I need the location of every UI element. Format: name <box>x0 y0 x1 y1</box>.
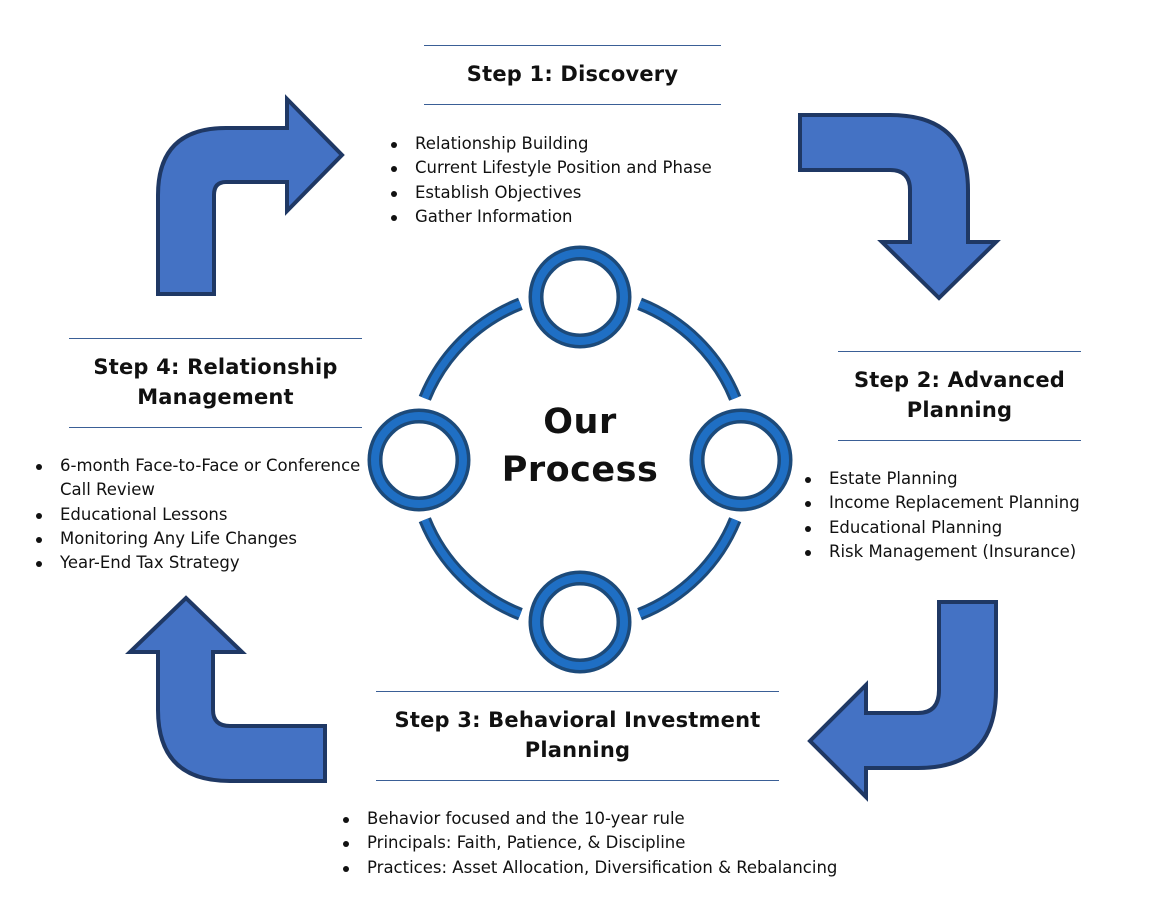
ring-arc-top-right <box>637 297 742 401</box>
ring-node-icon <box>528 570 632 674</box>
list-item: Practices: Asset Allocation, Diversifica… <box>340 856 837 880</box>
ring-arc-bottom-right <box>637 517 742 621</box>
center-title: Our Process <box>470 398 690 494</box>
step2-title: Step 2: Advanced Planning <box>838 365 1081 425</box>
step3-title: Step 3: Behavioral Investment Planning <box>376 705 779 765</box>
curved-arrow-up-icon <box>125 595 327 783</box>
center-title-line2: Process <box>501 450 659 490</box>
curved-arrow-right-icon <box>156 94 345 296</box>
step3-rule-top <box>376 691 779 692</box>
step3-rule-bottom <box>376 780 779 781</box>
step4-rule-bottom <box>69 427 362 428</box>
ring-arc-top-left <box>418 297 523 401</box>
step1-rule-top <box>424 45 721 46</box>
step2-rule-bottom <box>838 440 1081 441</box>
step1-list: Relationship Building Current Lifestyle … <box>388 132 712 229</box>
list-item-line: 6-month Face-to-Face or Conference <box>60 456 361 475</box>
step1-title: Step 1: Discovery <box>466 62 679 86</box>
step3-title-line1: Step 3: Behavioral Investment <box>394 708 761 732</box>
list-item-line: Call Review <box>60 480 155 500</box>
list-item: Gather Information <box>388 205 712 229</box>
step4-title-line2: Management <box>137 385 294 409</box>
step2-title-line1: Step 2: Advanced <box>853 368 1066 392</box>
step4-list: 6-month Face-to-Face or Conference Call … <box>33 454 360 575</box>
ring-node-icon <box>528 245 632 349</box>
ring-node-icon <box>689 408 793 512</box>
list-item: Risk Management (Insurance) <box>802 540 1080 564</box>
step2-rule-top <box>838 351 1081 352</box>
ring-arc-bottom-left <box>418 517 523 621</box>
curved-arrow-left-icon <box>807 600 998 802</box>
process-ring <box>418 297 742 621</box>
step4-title: Step 4: Relationship Management <box>69 352 362 412</box>
list-item: Year-End Tax Strategy <box>33 551 360 575</box>
list-item: Current Lifestyle Position and Phase <box>388 156 712 180</box>
step3-title-line2: Planning <box>524 738 631 762</box>
curved-arrow-down-icon <box>798 113 1001 301</box>
step4-rule-top <box>69 338 362 339</box>
list-item: Educational Planning <box>802 516 1080 540</box>
list-item: Principals: Faith, Patience, & Disciplin… <box>340 831 837 855</box>
step1-rule-bottom <box>424 104 721 105</box>
step2-title-line2: Planning <box>906 398 1013 422</box>
list-item: Relationship Building <box>388 132 712 156</box>
step3-list: Behavior focused and the 10-year rule Pr… <box>340 807 837 880</box>
list-item: 6-month Face-to-Face or Conference Call … <box>33 454 360 503</box>
cycle-arrows <box>125 94 1001 802</box>
list-item: Income Replacement Planning <box>802 491 1080 515</box>
ring-nodes <box>367 245 793 674</box>
ring-node-icon <box>367 408 471 512</box>
list-item: Monitoring Any Life Changes <box>33 527 360 551</box>
list-item: Educational Lessons <box>33 503 360 527</box>
center-title-line1: Our <box>543 402 617 442</box>
list-item: Behavior focused and the 10-year rule <box>340 807 837 831</box>
list-item: Estate Planning <box>802 467 1080 491</box>
list-item: Establish Objectives <box>388 181 712 205</box>
step2-list: Estate Planning Income Replacement Plann… <box>802 467 1080 564</box>
step4-title-line1: Step 4: Relationship <box>93 355 338 379</box>
